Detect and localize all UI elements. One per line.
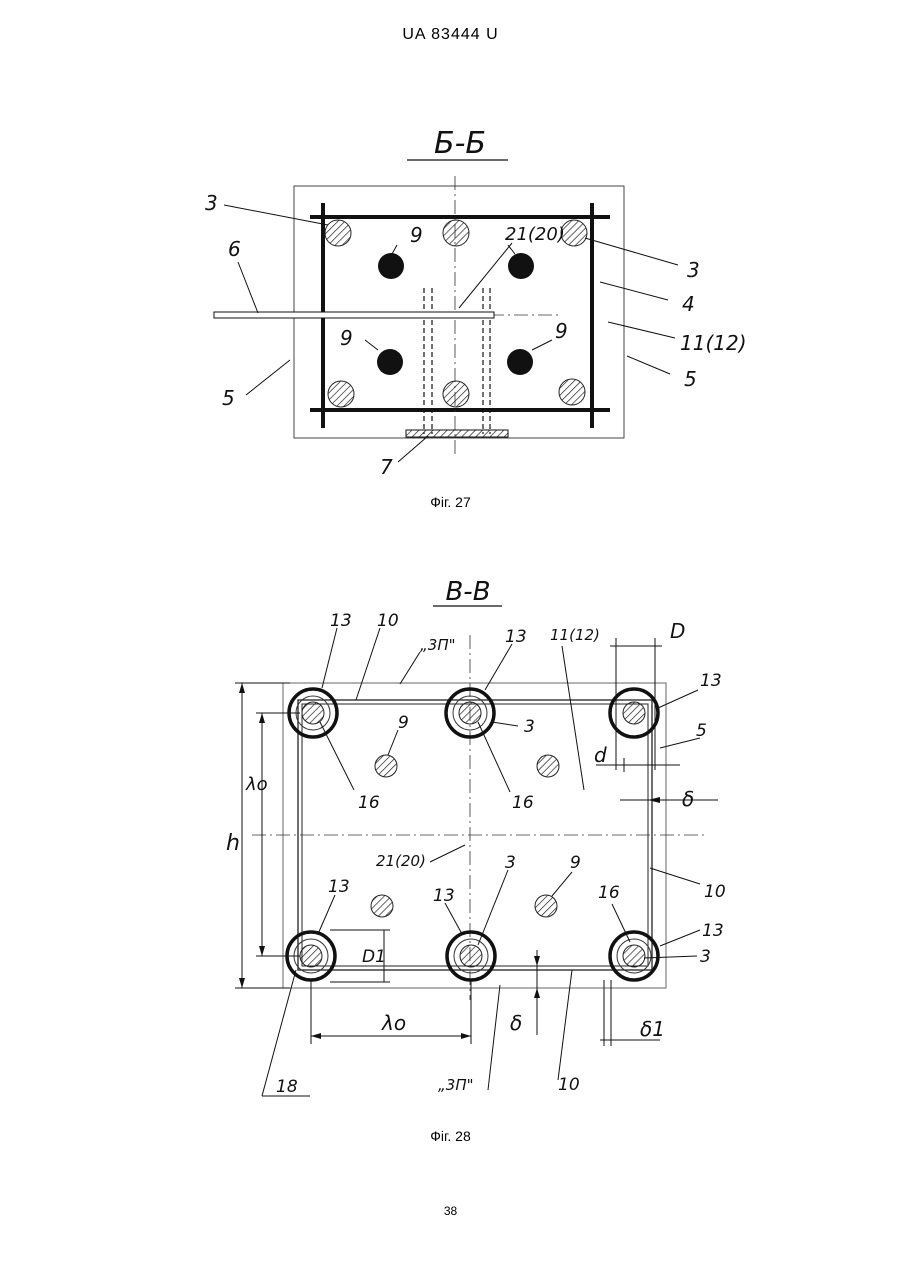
- label-21-20: 21(20): [505, 224, 565, 245]
- patent-header: UA 83444 U: [0, 26, 901, 44]
- label-16: 16: [598, 883, 620, 903]
- element-6: [214, 312, 494, 318]
- solid-rod-9: [507, 349, 533, 375]
- label-D: D: [670, 619, 685, 643]
- label-11-12: 11(12): [680, 331, 747, 355]
- solid-rod-9: [378, 253, 404, 279]
- label-10: 10: [377, 611, 399, 631]
- label-3: 3: [205, 191, 218, 215]
- label-21-20: 21(20): [376, 852, 426, 870]
- rod-9: [375, 755, 397, 777]
- label-d: d: [594, 743, 607, 767]
- hatched-rebar: [443, 381, 469, 407]
- node-assembly-13: [610, 689, 658, 737]
- figure-27-caption: Фіг. 27: [0, 494, 901, 510]
- label-5: 5: [222, 386, 235, 410]
- label-9: 9: [570, 853, 581, 873]
- node-assembly-13: [446, 689, 494, 737]
- label-4: 4: [682, 292, 695, 316]
- label-13: 13: [505, 627, 527, 647]
- label-3p: „3П": [438, 1076, 474, 1094]
- element-7-plate: [406, 430, 508, 437]
- label-11-12: 11(12): [550, 626, 600, 644]
- hatched-rebar: [559, 379, 585, 405]
- label-13: 13: [700, 671, 722, 691]
- label-h: h: [226, 831, 240, 856]
- label-10: 10: [704, 882, 726, 902]
- dimension-lines: [235, 638, 718, 1046]
- label-D1: D1: [362, 947, 386, 967]
- label-5: 5: [696, 721, 707, 741]
- label-3p: „3П": [420, 636, 456, 654]
- hatched-rebar: [561, 220, 587, 246]
- label-delta: δ: [682, 787, 694, 811]
- label-lambda-horizontal: λo: [381, 1011, 406, 1035]
- label-9: 9: [410, 223, 423, 247]
- figure-28-drawing: В-В: [0, 570, 901, 1110]
- label-13: 13: [330, 611, 352, 631]
- hatched-rebar: [443, 220, 469, 246]
- section-title-b-b: Б-Б: [434, 126, 486, 161]
- label-lambda-vertical: λo: [245, 774, 268, 795]
- label-13: 13: [328, 877, 350, 897]
- label-delta1: δ1: [640, 1017, 665, 1041]
- outer-form-5: [283, 683, 666, 988]
- label-7: 7: [380, 455, 393, 479]
- leader-lines: [262, 628, 700, 1096]
- solid-rod-9: [377, 349, 403, 375]
- figure-28-caption: Фіг. 28: [0, 1128, 901, 1144]
- label-5: 5: [684, 367, 697, 391]
- label-18: 18: [276, 1077, 298, 1097]
- label-16: 16: [358, 793, 380, 813]
- label-10: 10: [558, 1075, 580, 1095]
- solid-rod-9: [508, 253, 534, 279]
- rod-9: [535, 895, 557, 917]
- label-3: 3: [524, 717, 535, 737]
- hatched-rebar: [325, 220, 351, 246]
- label-13: 13: [702, 921, 724, 941]
- page-number: 38: [0, 1204, 901, 1218]
- label-16: 16: [512, 793, 534, 813]
- rod-9: [537, 755, 559, 777]
- label-3: 3: [505, 853, 516, 873]
- rod-9: [371, 895, 393, 917]
- label-9: 9: [340, 326, 353, 350]
- label-6: 6: [228, 237, 241, 261]
- hatched-rebar: [328, 381, 354, 407]
- node-assembly-13: [447, 932, 495, 980]
- section-title-v-v: В-В: [445, 577, 490, 607]
- dashed-channel: [424, 288, 490, 434]
- label-delta: δ: [510, 1011, 522, 1035]
- node-assembly-13: [610, 932, 658, 980]
- figure-27-drawing: Б-Б: [0, 120, 901, 490]
- label-9: 9: [398, 713, 409, 733]
- label-3: 3: [687, 258, 700, 282]
- label-13: 13: [433, 886, 455, 906]
- label-3: 3: [700, 947, 711, 967]
- label-9-right: 9: [555, 319, 568, 343]
